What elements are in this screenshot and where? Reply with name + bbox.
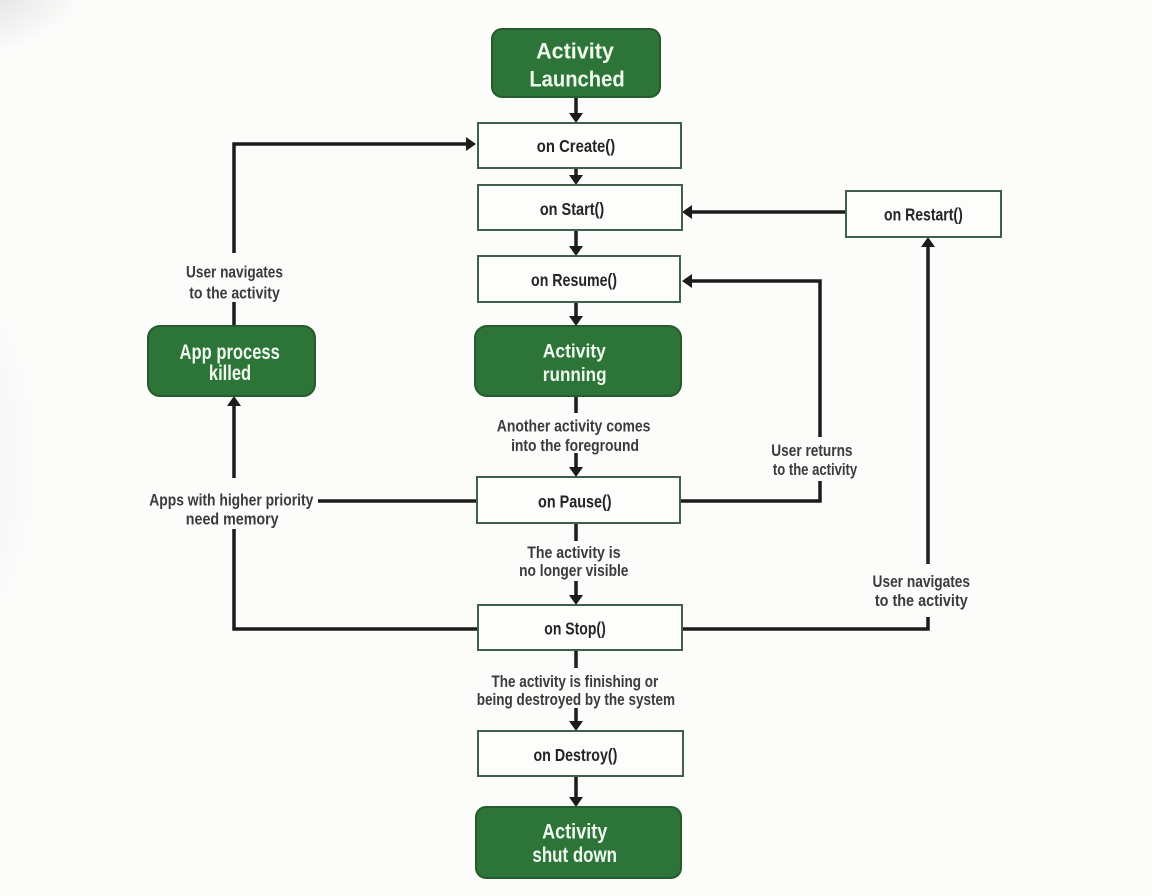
svg-text:Launched: Launched <box>529 67 624 92</box>
svg-text:on Create(): on Create() <box>537 137 615 157</box>
svg-text:Apps with higher priority: Apps with higher priority <box>149 491 314 509</box>
svg-text:The activity is: The activity is <box>527 544 620 562</box>
svg-text:to the activity: to the activity <box>189 285 280 303</box>
svg-text:Activity: Activity <box>536 38 615 64</box>
svg-text:on Resume(): on Resume() <box>531 270 617 290</box>
svg-text:into the foreground: into the foreground <box>511 437 639 455</box>
svg-text:to the activity: to the activity <box>773 462 858 480</box>
svg-text:to the activity: to the activity <box>875 592 968 610</box>
svg-text:on Destroy(): on Destroy() <box>533 745 617 765</box>
svg-text:on Start(): on Start() <box>540 200 604 220</box>
svg-text:Another activity comes: Another activity comes <box>497 417 651 435</box>
svg-text:on Restart(): on Restart() <box>884 205 963 225</box>
svg-text:User navigates: User navigates <box>186 263 283 282</box>
svg-text:shut down: shut down <box>532 844 617 867</box>
svg-text:User navigates: User navigates <box>873 573 971 591</box>
svg-text:need memory: need memory <box>186 511 279 529</box>
svg-text:on Pause(): on Pause() <box>538 492 612 512</box>
svg-text:being destroyed by the system: being destroyed by the system <box>477 691 675 710</box>
svg-text:Activity: Activity <box>542 821 607 845</box>
svg-text:killed: killed <box>209 362 251 385</box>
svg-text:on Stop(): on Stop() <box>544 619 605 639</box>
svg-text:running: running <box>543 363 607 385</box>
svg-text:Activity: Activity <box>543 339 607 361</box>
svg-text:App process: App process <box>180 341 280 364</box>
svg-text:User returns: User returns <box>771 442 852 461</box>
svg-text:no longer visible: no longer visible <box>519 562 628 580</box>
svg-text:The activity is finishing or: The activity is finishing or <box>491 673 658 692</box>
